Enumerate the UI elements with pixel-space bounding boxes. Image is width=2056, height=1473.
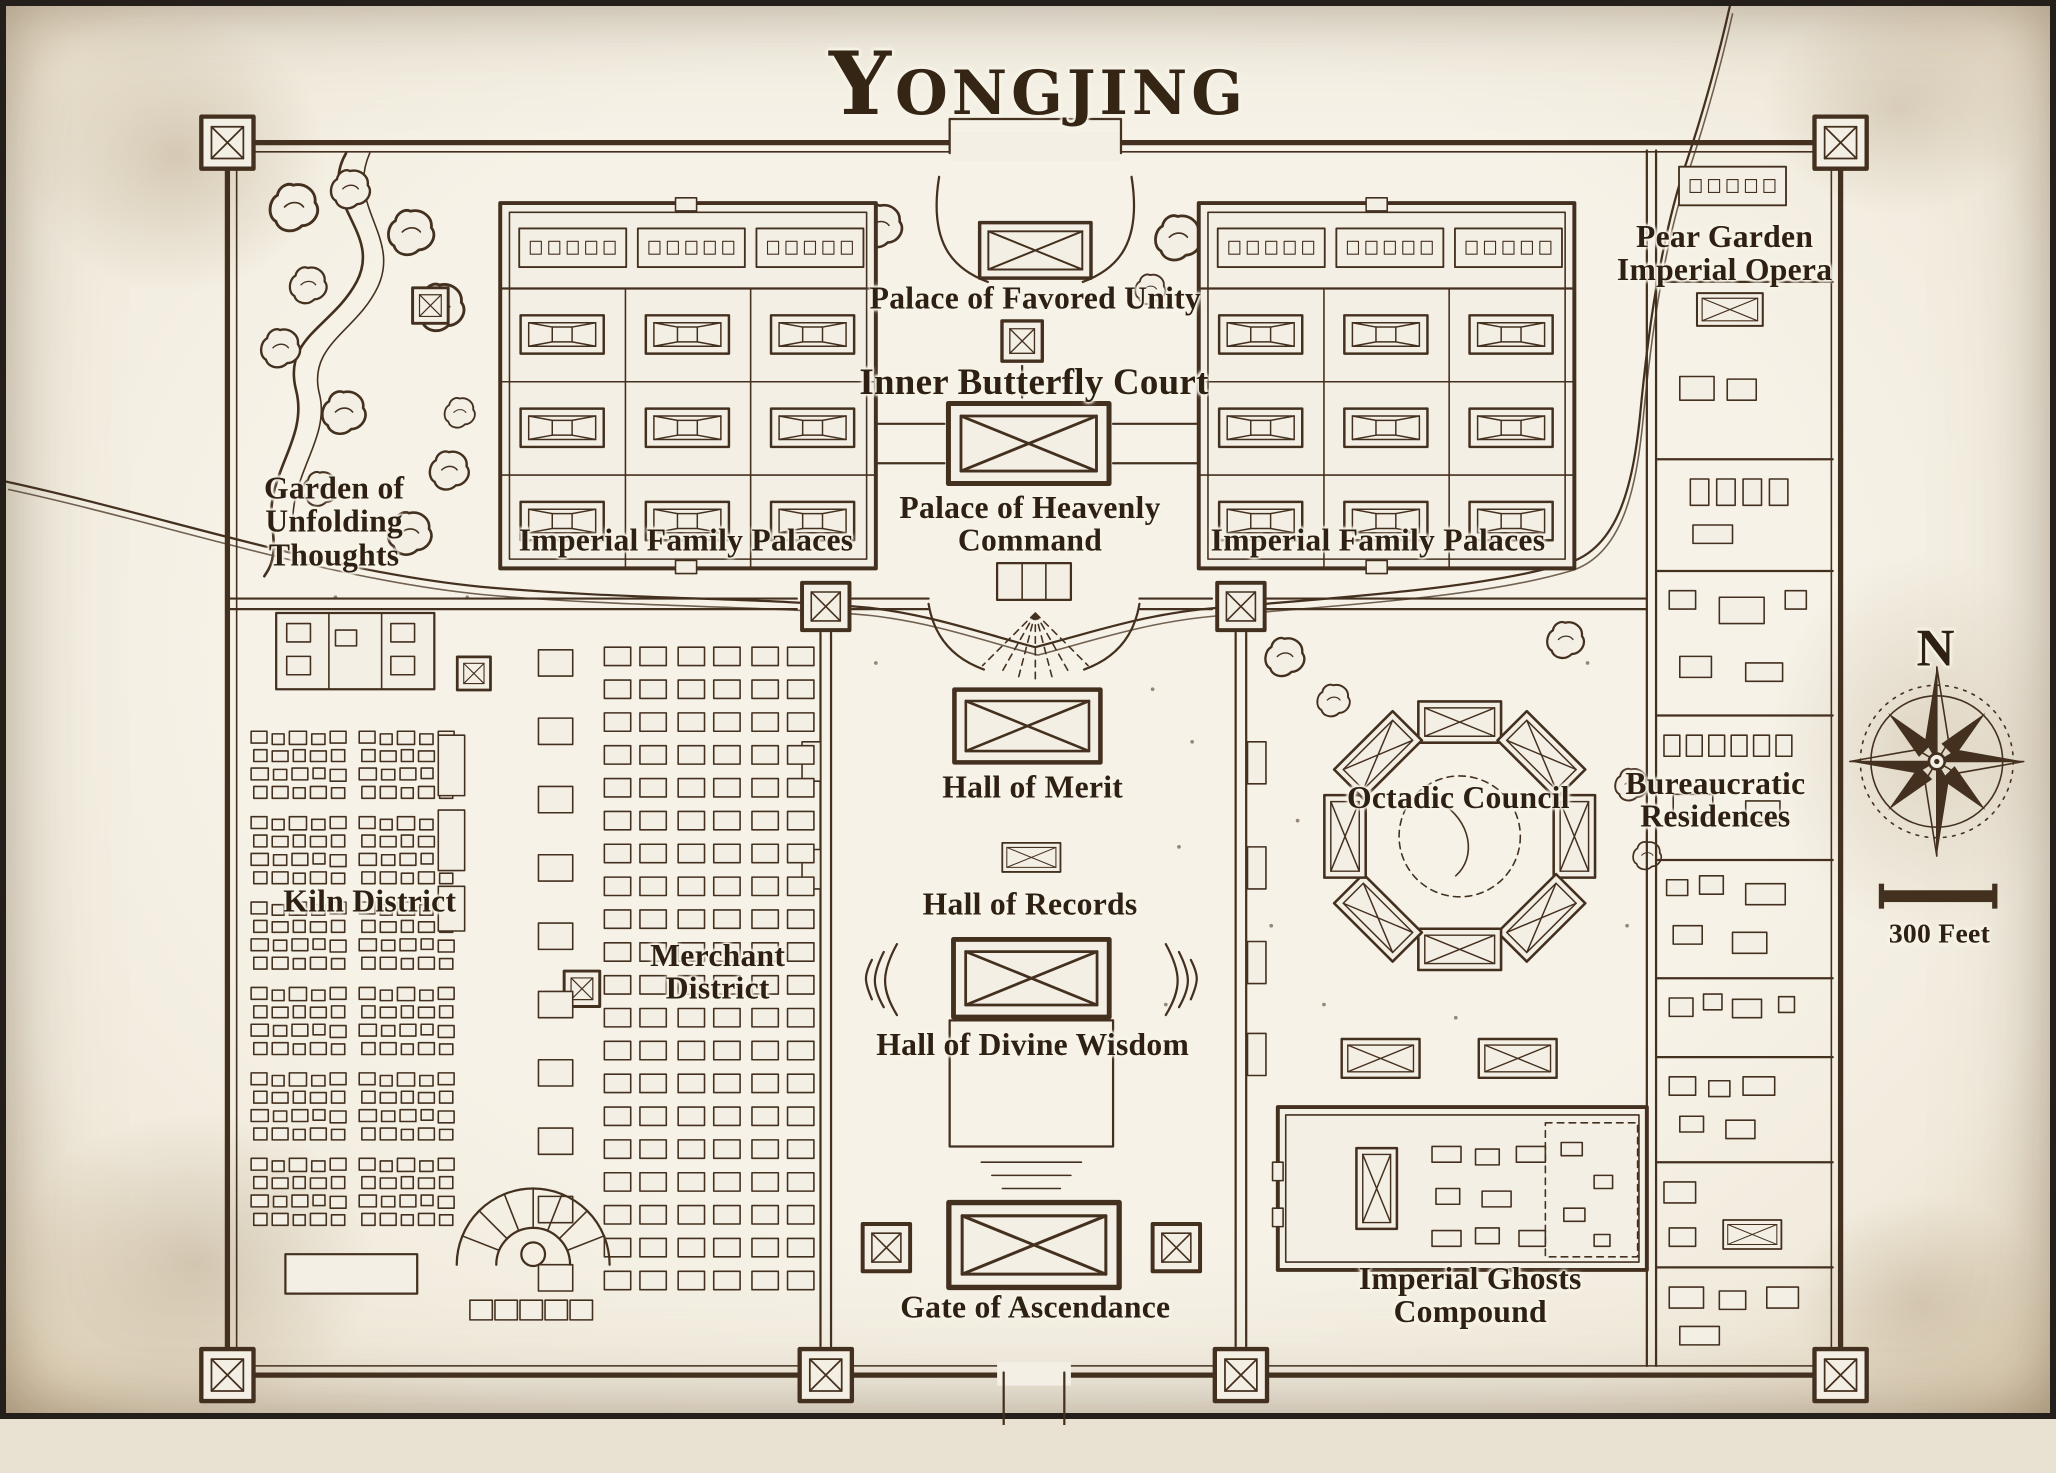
label-kiln-district: Kiln District bbox=[283, 885, 457, 920]
label-hall-of-records: Hall of Records bbox=[922, 887, 1138, 923]
palace-of-heavenly-command-building bbox=[948, 404, 1109, 484]
label-hall-of-merit: Hall of Merit bbox=[942, 771, 1124, 806]
label-palace-of-heavenly-command: Palace of Heavenly Command bbox=[899, 491, 1161, 560]
label-merchant-district: Merchant District bbox=[650, 939, 786, 1008]
merchant-district-area bbox=[455, 647, 814, 1321]
compass-rose bbox=[1849, 666, 2025, 857]
label-garden-of-unfolding-thoughts: Garden of Unfolding Thoughts bbox=[264, 472, 405, 574]
river bbox=[263, 151, 365, 578]
label-imperial-family-palaces-east: Imperial Family Palaces bbox=[1210, 524, 1546, 559]
scale-bar-label: 300 Feet bbox=[1888, 917, 1991, 950]
imperial-ghosts-compound-area bbox=[1271, 1037, 1649, 1272]
label-palace-of-favored-unity: Palace of Favored Unity bbox=[869, 282, 1202, 317]
imperial-family-palaces-west bbox=[498, 197, 878, 575]
inner-butterfly-court-tower bbox=[1000, 319, 1044, 363]
central-axis bbox=[864, 175, 1200, 1288]
hall-of-merit-building bbox=[954, 690, 1100, 763]
hall-of-records-building bbox=[1001, 841, 1062, 874]
label-pear-garden-imperial-opera: Pear Garden Imperial Opera bbox=[1616, 220, 1833, 289]
label-imperial-ghosts-compound: Imperial Ghosts Compound bbox=[1358, 1262, 1582, 1331]
palace-of-favored-unity-building bbox=[977, 220, 1093, 281]
imperial-family-palaces-east bbox=[1196, 197, 1577, 575]
label-imperial-family-palaces-west: Imperial Family Palaces bbox=[518, 524, 854, 559]
map-illustration bbox=[6, 6, 2025, 1426]
round-theater bbox=[455, 1187, 611, 1321]
label-gate-of-ascendance: Gate of Ascendance bbox=[900, 1291, 1171, 1326]
label-inner-butterfly-court: Inner Butterfly Court bbox=[859, 362, 1209, 404]
east-strip bbox=[1645, 149, 1834, 1367]
compass-north-label: N bbox=[1916, 618, 1955, 678]
opera-pavilion bbox=[1695, 291, 1765, 328]
octadic-council-area bbox=[1323, 700, 1597, 972]
map-title: Yongjing bbox=[828, 32, 1247, 135]
hall-of-divine-wisdom-building bbox=[954, 939, 1110, 1017]
scale-bar bbox=[1878, 883, 1998, 909]
gate-of-ascendance-building bbox=[949, 1203, 1119, 1288]
map-stage: Yongjing Palace of Favored Unity Inner B… bbox=[6, 6, 2056, 1426]
kiln-district-area bbox=[249, 611, 466, 1295]
label-hall-of-divine-wisdom: Hall of Divine Wisdom bbox=[876, 1028, 1190, 1063]
label-bureaucratic-residences: Bureaucratic Residences bbox=[1625, 767, 1806, 836]
label-octadic-council: Octadic Council bbox=[1347, 781, 1570, 816]
